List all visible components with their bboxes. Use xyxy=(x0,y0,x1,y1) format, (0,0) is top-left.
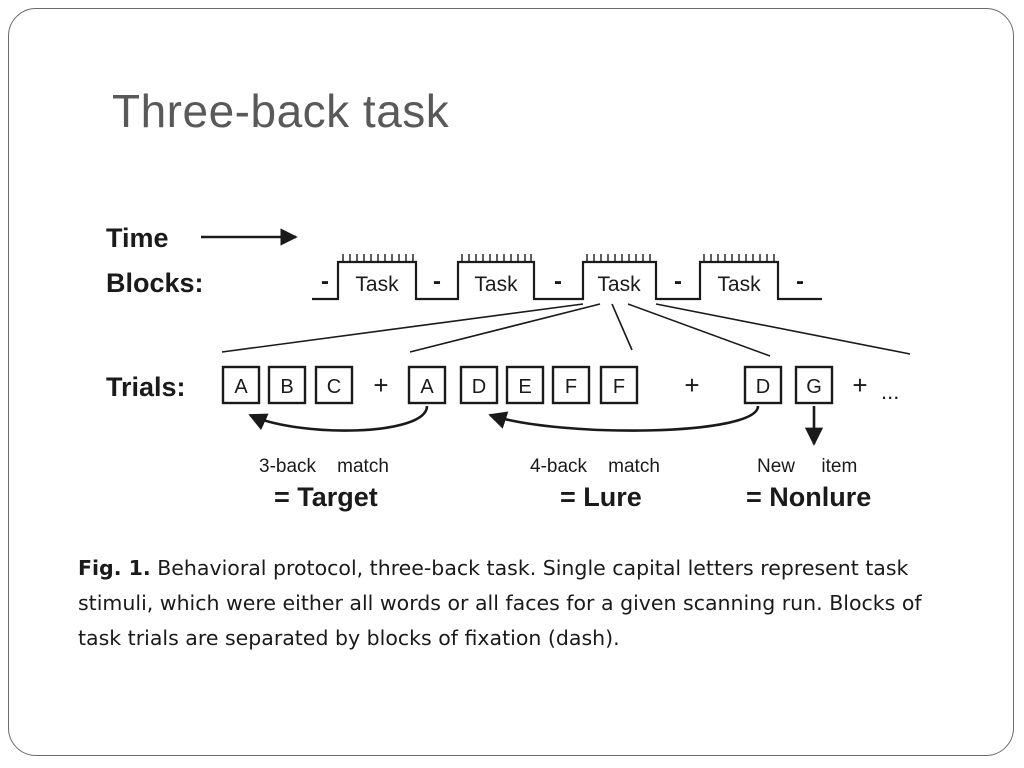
slide-frame xyxy=(8,8,1014,756)
trial-box xyxy=(267,365,307,405)
trial-ticks xyxy=(342,254,775,262)
trial-box xyxy=(743,365,783,405)
fixation-dash: - xyxy=(674,268,682,295)
trial-letter: E xyxy=(518,376,531,398)
time-label: Time xyxy=(106,223,169,253)
figure-label: Fig. 1. xyxy=(78,556,151,580)
lure-match-arrow xyxy=(488,405,760,432)
trial-box xyxy=(505,365,545,405)
trial-box xyxy=(221,365,261,405)
trial-letter: F xyxy=(565,376,577,398)
trial-letter: C xyxy=(327,376,341,398)
trial-boxes xyxy=(221,365,834,405)
block-waveform xyxy=(312,260,822,301)
nonlure-description: New item xyxy=(757,456,857,477)
trial-box xyxy=(407,365,447,405)
fixation-dash: - xyxy=(321,268,329,295)
caption-text: Behavioral protocol, three-back task. Si… xyxy=(78,556,922,650)
fixation-dash: - xyxy=(433,268,441,295)
expansion-lines xyxy=(221,303,911,357)
fixation-plus: + xyxy=(684,370,699,400)
lure-description: 4-back match xyxy=(530,456,660,477)
trial-box xyxy=(551,365,591,405)
trial-letter: B xyxy=(280,376,293,398)
trial-box xyxy=(599,365,639,405)
trial-letter: G xyxy=(806,376,822,398)
figure-caption: Fig. 1. Behavioral protocol, three-back … xyxy=(78,551,968,656)
slide-title: Three-back task xyxy=(112,85,450,137)
fixation-dash: - xyxy=(796,268,804,295)
target-result: = Target xyxy=(274,482,378,512)
trial-letter: F xyxy=(613,376,625,398)
trial-letter: D xyxy=(472,376,486,398)
trial-letter: A xyxy=(420,376,434,398)
task-block-label: Task xyxy=(474,273,518,296)
nonlure-result: = Nonlure xyxy=(746,482,871,512)
task-block-label: Task xyxy=(717,273,761,296)
trial-box xyxy=(459,365,499,405)
trial-box xyxy=(794,365,834,405)
trials-ellipsis: ... xyxy=(881,379,899,404)
blocks-label: Blocks: xyxy=(106,268,204,298)
trial-letter: D xyxy=(756,376,770,398)
fixation-dash: - xyxy=(554,268,562,295)
task-block-label: Task xyxy=(355,273,399,296)
trials-label: Trials: xyxy=(106,372,186,402)
lure-result: = Lure xyxy=(560,482,642,512)
trial-box xyxy=(314,365,354,405)
task-block-label: Task xyxy=(597,273,641,296)
fixation-plus: + xyxy=(373,370,388,400)
trial-letter: A xyxy=(234,376,248,398)
fixation-plus: + xyxy=(852,370,867,400)
target-match-arrow xyxy=(248,405,429,432)
target-description: 3-back match xyxy=(259,456,389,477)
